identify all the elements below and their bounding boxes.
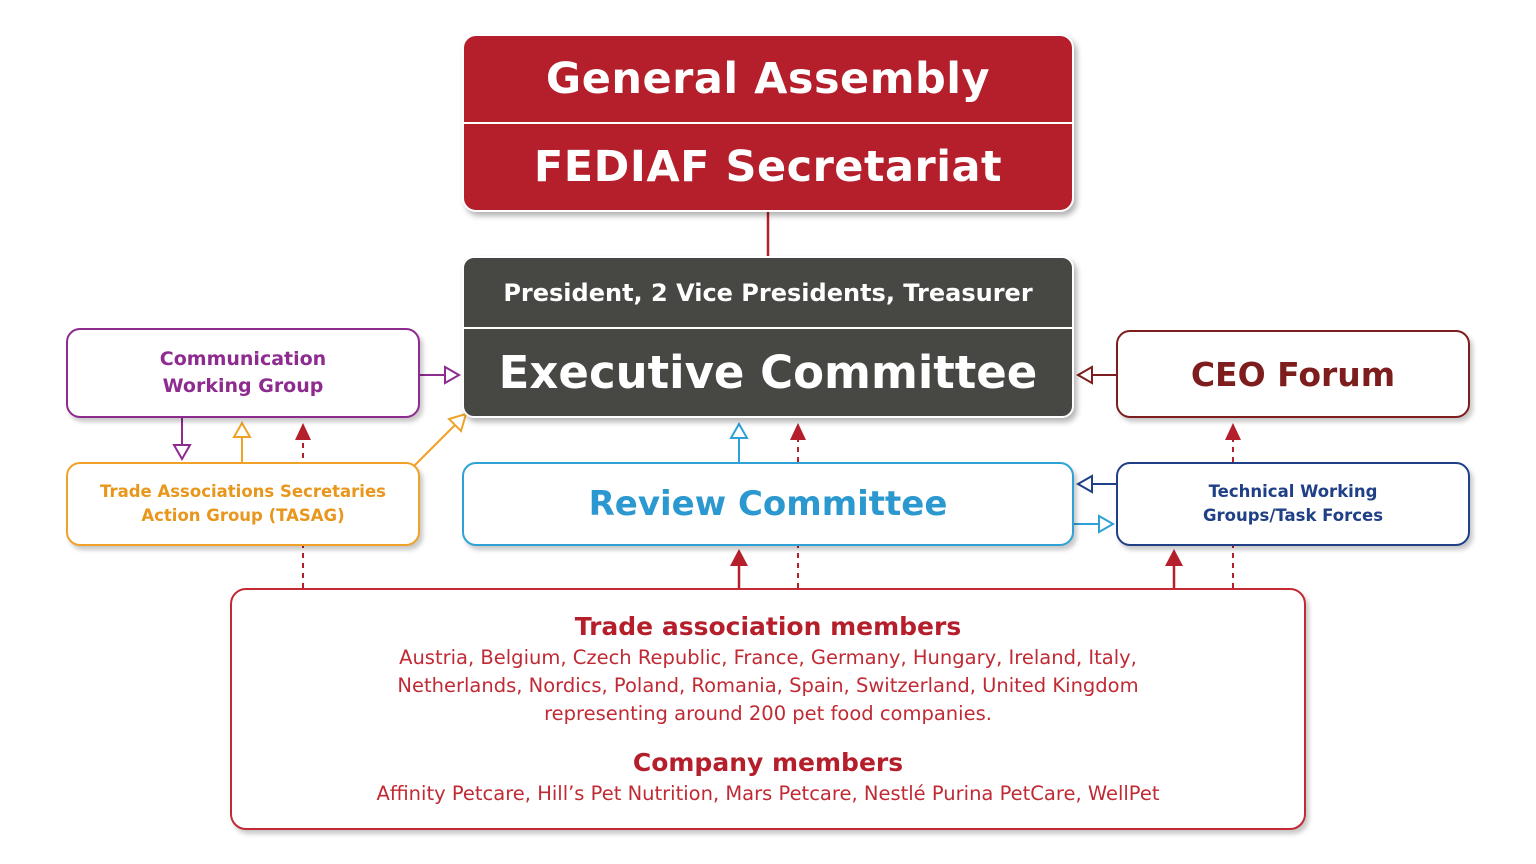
technical-groups-line1: Technical Working — [1208, 482, 1378, 501]
general-assembly-title: General Assembly — [545, 54, 991, 104]
technical-working-groups-box: Technical Working Groups/Task Forces — [1116, 462, 1470, 546]
communication-group-line1: Communication — [159, 348, 327, 370]
review-committee-box: Review Committee — [462, 462, 1074, 546]
members-to-cwg-arrowhead — [295, 423, 311, 440]
members-to-ceo-arrowhead — [1225, 423, 1241, 440]
trade-association-members-title: Trade association members — [574, 612, 962, 641]
tasag-to-cwg-arrowhead — [232, 420, 252, 438]
general-assembly-divider — [464, 122, 1072, 124]
secretariat-title: FEDIAF Secretariat — [533, 141, 1003, 192]
members-to-exec-arrowhead — [790, 423, 806, 440]
trade-association-members-list: Austria, Belgium, Czech Republic, France… — [397, 646, 1139, 725]
tech-to-review-arrowhead — [1075, 474, 1093, 494]
ceo-to-exec-arrowhead — [1075, 365, 1093, 385]
technical-groups-line2: Groups/Task Forces — [1202, 506, 1384, 525]
general-assembly-box: General Assembly FEDIAF Secretariat — [462, 34, 1074, 212]
review-to-tech-arrowhead — [1098, 514, 1116, 534]
communication-working-group-box: Communication Working Group — [66, 328, 420, 418]
ceo-forum-box: CEO Forum — [1116, 330, 1470, 418]
executive-divider — [464, 327, 1072, 330]
tasag-to-exec-line — [413, 424, 456, 467]
tasag-line1: Trade Associations Secretaries — [100, 482, 386, 501]
executive-officers: President, 2 Vice Presidents, Treasurer — [503, 278, 1033, 307]
cwg-to-exec-arrowhead — [444, 365, 462, 385]
members-box: Trade association members Austria, Belgi… — [230, 588, 1306, 830]
members-to-tech-arrowhead — [1165, 549, 1183, 566]
executive-committee-box: President, 2 Vice Presidents, Treasurer … — [462, 256, 1074, 418]
executive-committee-title: Executive Committee — [498, 346, 1038, 400]
ceo-forum-label: CEO Forum — [1190, 354, 1396, 394]
tasag-line2: Action Group (TASAG) — [141, 506, 345, 525]
cwg-to-tasag-arrowhead — [172, 444, 192, 462]
members-to-review-arrowhead — [730, 549, 748, 566]
communication-group-line2: Working Group — [162, 375, 324, 397]
company-members-title: Company members — [632, 748, 904, 777]
review-committee-label: Review Committee — [588, 484, 948, 524]
tasag-to-exec-arrowhead — [447, 412, 468, 433]
review-to-exec-arrowhead — [729, 421, 749, 439]
tasag-box: Trade Associations Secretaries Action Gr… — [66, 462, 420, 546]
company-members-list: Affinity Petcare, Hill’s Pet Nutrition, … — [376, 782, 1160, 805]
